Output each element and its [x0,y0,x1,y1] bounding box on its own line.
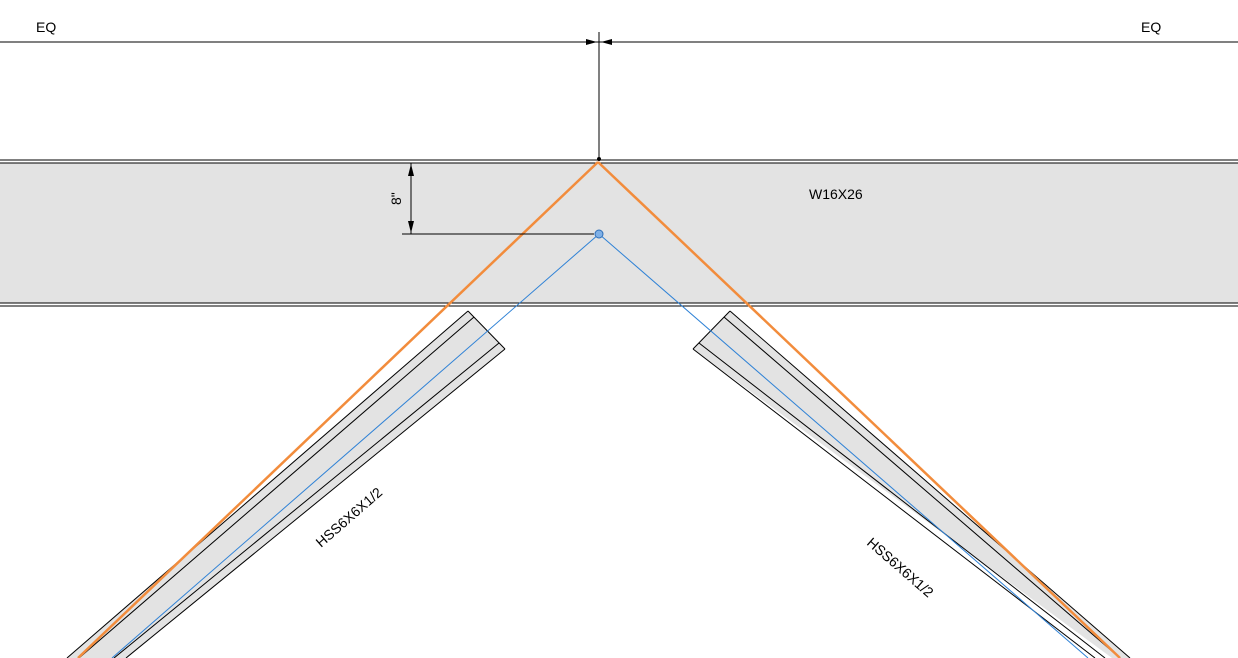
brace-center-lines [111,233,1089,658]
eq-label-right: EQ [1141,19,1161,35]
offset-arrow-top [408,164,414,176]
top-point [597,157,601,161]
brace-right-label: HSS6X6X1/2 [864,534,937,600]
brace-left-hss[interactable] [66,310,506,658]
brace-reference-lines [77,161,1121,658]
offset-arrow-bottom [408,221,414,233]
work-point[interactable] [594,229,604,239]
beam-label: W16X26 [809,186,863,202]
beam-w16x26[interactable]: W16X26 [0,159,1238,307]
dimension-arrow-left [586,39,597,45]
eq-dimension: EQ EQ [0,19,1238,158]
offset-dimension: 8" [388,163,594,235]
offset-label: 8" [388,192,404,205]
dimension-arrow-right [601,39,612,45]
eq-label-left: EQ [36,19,56,35]
